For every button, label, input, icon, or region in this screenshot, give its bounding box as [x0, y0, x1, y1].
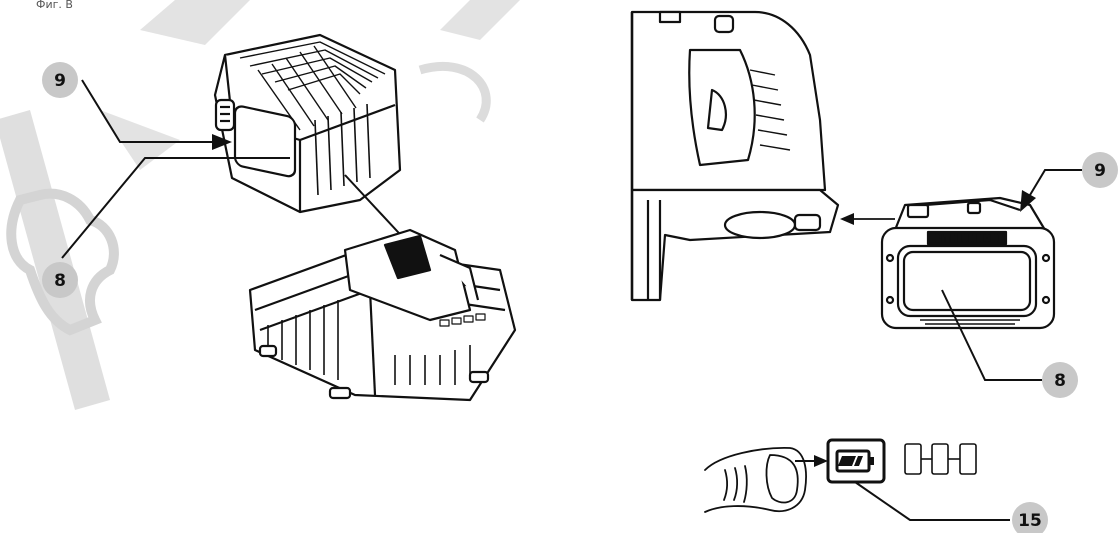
- callout-8-left-text: 8: [54, 271, 66, 291]
- press-arrow: [795, 455, 828, 467]
- charger: [248, 228, 517, 402]
- callout-9-right-text: 9: [1094, 161, 1106, 181]
- callout-9-right: 9: [1020, 152, 1118, 212]
- callout-8-right: 8: [941, 289, 1078, 398]
- tool-body: [630, 10, 840, 302]
- callout-8-left: 8: [42, 157, 290, 298]
- callout-9-left: 9: [42, 62, 232, 150]
- slide-arrow: [840, 213, 895, 225]
- fuel-gauge-leds: [904, 443, 977, 475]
- battery-pack-right: LITHIUM ION: [880, 196, 1056, 330]
- fuel-gauge-button: [826, 438, 886, 484]
- callout-15-text: 15: [1018, 511, 1042, 531]
- callout-9-left-text: 9: [54, 71, 66, 91]
- battery-pack-left: [213, 33, 402, 214]
- battery-brand-label: LITHIUM ION: [936, 234, 998, 243]
- callout-8-right-text: 8: [1054, 371, 1066, 391]
- callout-15: 15: [854, 481, 1048, 533]
- finger: [704, 447, 807, 513]
- figure-label: Фиг. B: [36, 0, 73, 11]
- watermark: [0, 0, 520, 410]
